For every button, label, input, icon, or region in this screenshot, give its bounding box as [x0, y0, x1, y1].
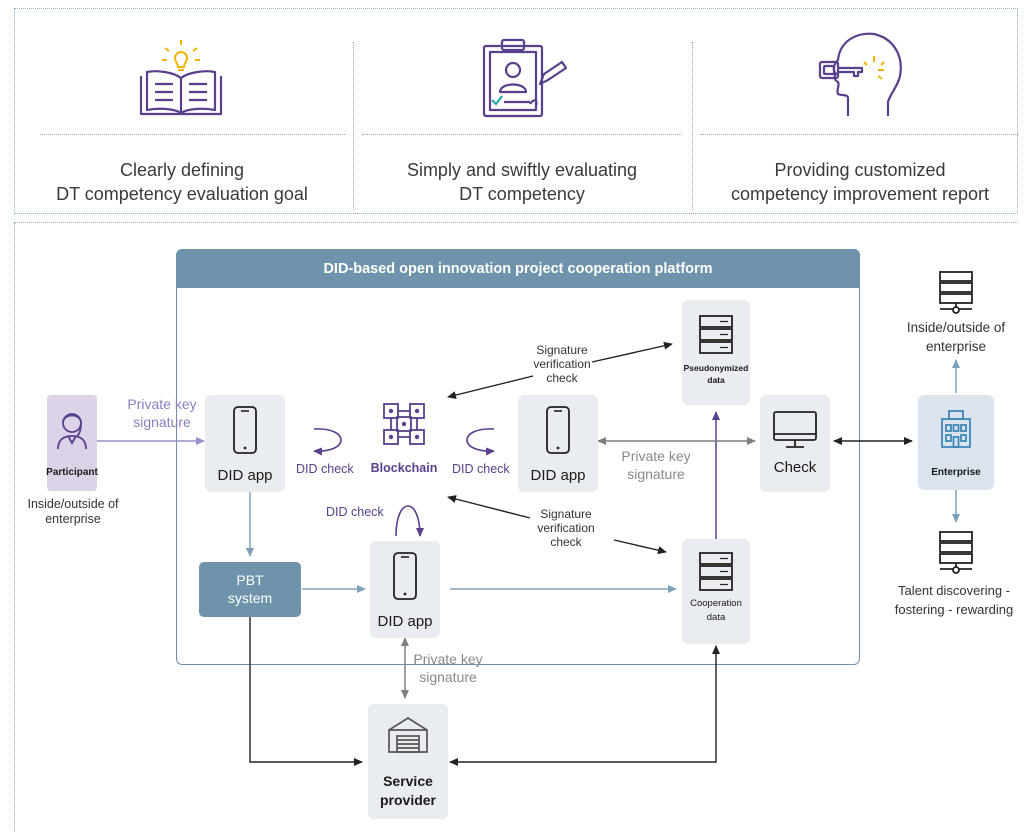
server-caption-bottom: Talent discovering -fostering - rewardin…	[894, 583, 1014, 617]
platform-title: DID-based open innovation project cooper…	[177, 250, 859, 288]
separator	[692, 42, 693, 210]
server-icon	[699, 315, 733, 354]
did-app-right-card: DID app	[518, 395, 598, 492]
separator	[353, 42, 354, 210]
separator	[362, 134, 682, 135]
platform-frame: DID-based open innovation project cooper…	[176, 249, 860, 665]
did-app-label: DID app	[530, 467, 586, 484]
smartphone-icon	[393, 552, 417, 600]
separator	[700, 134, 1018, 135]
did-check-label: DID check	[296, 462, 354, 476]
goals-panel	[14, 8, 1018, 214]
smartphone-icon	[546, 406, 570, 454]
did-app-bottom-card: DID app	[370, 541, 440, 638]
monitor-icon	[773, 411, 817, 448]
workflow-panel	[14, 222, 1018, 832]
did-check-label: DID check	[452, 462, 510, 476]
did-app-label: DID app	[377, 613, 433, 630]
smartphone-icon	[233, 406, 257, 454]
server-icon	[939, 531, 973, 574]
person-icon	[57, 413, 87, 450]
enterprise-label: Enterprise	[931, 467, 981, 478]
separator	[40, 134, 345, 135]
participant-label: Participant	[46, 467, 98, 478]
head-key-icon	[818, 32, 902, 116]
did-app-label: DID app	[217, 467, 273, 484]
server-icon	[939, 271, 973, 314]
enterprise-card: Enterprise	[918, 395, 994, 490]
server-icon	[699, 552, 733, 591]
did-app-left-card: DID app	[205, 395, 285, 492]
check-label: Check	[773, 459, 817, 476]
blockchain-label: Blockchain	[370, 461, 438, 475]
building-icon	[941, 410, 971, 448]
did-check-label: DID check	[326, 505, 384, 519]
warehouse-icon	[388, 716, 428, 753]
open-book-lightbulb-icon	[139, 40, 223, 116]
participant-card	[47, 395, 97, 491]
check-card: Check	[760, 395, 830, 492]
blockchain-icon	[383, 403, 425, 445]
clipboard-evaluation-icon	[482, 38, 568, 118]
